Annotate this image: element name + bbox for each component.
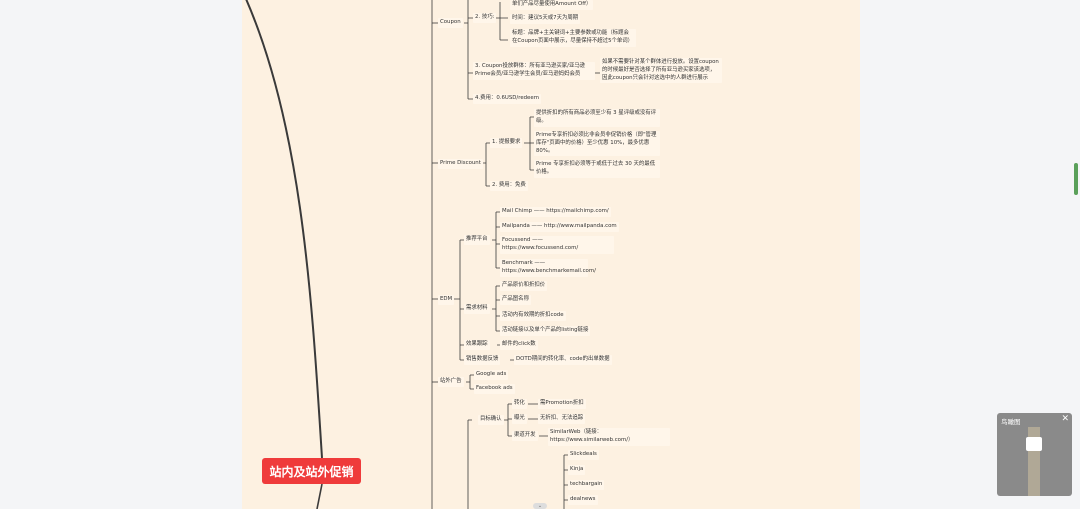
node-effect[interactable]: 效果跟踪	[464, 340, 490, 350]
node-channel-value[interactable]: SimilarWeb（链接：https://www.similarweb.com…	[548, 428, 670, 446]
minimap-panel[interactable]: 鸟瞰图 ✕	[997, 413, 1072, 496]
node-conv[interactable]: 转化	[512, 399, 527, 409]
node-prime-req[interactable]: 1. 提报要求	[490, 138, 523, 148]
node-slickdeals[interactable]: Slickdeals	[568, 450, 599, 460]
node-materials[interactable]: 需求材料	[464, 304, 490, 314]
node-mat1[interactable]: 产品原价和折扣价	[500, 281, 548, 291]
node-prime-r3[interactable]: Prime 专享折扣必须等于或低于过去 30 天的最低价格。	[534, 160, 660, 178]
close-icon[interactable]: ✕	[1061, 414, 1069, 424]
node-sales[interactable]: 销售数据反馈	[464, 355, 501, 365]
vertical-scrollbar[interactable]	[1074, 163, 1078, 195]
node-mailpanda[interactable]: Mailpanda —— http://www.mailpanda.com	[500, 222, 619, 232]
node-dealnews[interactable]: dealnews	[568, 495, 598, 505]
node-focussend[interactable]: Focussend —— https://www.focussend.com/	[500, 236, 614, 254]
minimap-viewport[interactable]	[1026, 437, 1042, 451]
minimap-title: 鸟瞰图	[1001, 418, 1021, 426]
node-effect-value[interactable]: 邮件的click数	[500, 340, 538, 350]
node-tips-time[interactable]: 时间：建议5天或7天为周期	[510, 14, 581, 24]
node-fee[interactable]: 4.费用：0.6USD/redeem	[473, 94, 541, 104]
node-facebook-ads[interactable]: Facebook ads	[474, 384, 515, 394]
node-ads[interactable]: 站外广告	[438, 377, 464, 387]
node-prime-discount[interactable]: Prime Discount	[438, 159, 483, 169]
node-tips-title[interactable]: 标题：品牌+主关键词+主要参数或功能（标题会在Coupon页面中展示，尽量保持不…	[510, 29, 636, 47]
node-coupon-amount[interactable]: 单们产品尽量使用Amount Off）	[510, 0, 594, 10]
collapse-toggle-icon[interactable]: ⌄	[533, 503, 547, 509]
node-edm[interactable]: EDM	[438, 295, 455, 305]
node-target-note[interactable]: 如果不需要针对某个群体进行投放。设置coupon的时候最好是否选择了所有亚马逊买…	[600, 58, 722, 84]
node-prime-r1[interactable]: 提供折扣的所有商品必须至少有 3 星评级或没有评级。	[534, 109, 660, 127]
node-prime-fee[interactable]: 2. 费用：免费	[490, 181, 528, 191]
root-connector	[245, 0, 323, 459]
node-target[interactable]: 3. Coupon投放群体：所有亚马逊买家/亚马逊Prime会员/亚马逊学生会员…	[473, 62, 595, 80]
node-benchmark[interactable]: Benchmark —— https://www.benchmarkemail.…	[500, 259, 596, 277]
node-expo[interactable]: 曝光	[512, 414, 527, 424]
mindmap-canvas[interactable]: Coupon 单们产品尽量使用Amount Off） 2. 技巧: 时间：建议5…	[242, 0, 860, 509]
node-mat3[interactable]: 活动内有效期的折扣code	[500, 311, 566, 321]
node-goal[interactable]: 目标确认	[478, 415, 504, 425]
node-kinja[interactable]: Kinja	[568, 465, 586, 475]
node-sales-value[interactable]: DOTD期间的转化率、code的出单数据	[514, 355, 612, 365]
node-platforms[interactable]: 推荐平台	[464, 235, 490, 245]
node-expo-value[interactable]: 无折扣、无法追踪	[538, 414, 586, 424]
node-google-ads[interactable]: Google ads	[474, 370, 509, 380]
node-mailchimp[interactable]: Mail Chimp —— https://mailchimp.com/	[500, 207, 611, 217]
node-mat2[interactable]: 产品图名称	[500, 295, 531, 305]
root-node[interactable]: 站内及站外促销	[262, 458, 361, 484]
node-conv-value[interactable]: 需Promotion折扣	[538, 399, 586, 409]
node-mat4[interactable]: 活动链接以及单个产品的listing链接	[500, 326, 591, 336]
node-prime-r2[interactable]: Prime专享折扣必须比非会员非促销价格（即"管理库存"页面中的价格）至少优惠 …	[534, 131, 660, 157]
node-channel[interactable]: 渠道开发	[512, 431, 538, 441]
node-coupon[interactable]: Coupon	[438, 18, 463, 28]
node-tips[interactable]: 2. 技巧:	[473, 13, 497, 23]
node-techbargain[interactable]: techbargain	[568, 480, 605, 490]
